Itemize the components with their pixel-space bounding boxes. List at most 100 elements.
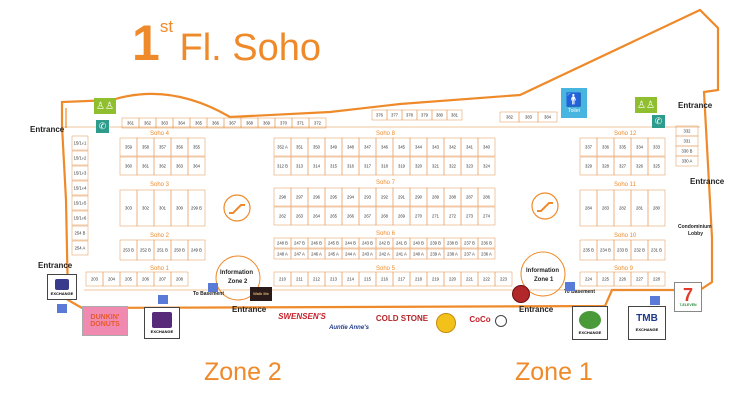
shop-s6b-0-number: 248 A (277, 252, 288, 257)
shop-s7b-4-number: 266 (347, 214, 355, 219)
shop-s8b-4-number: 316 (347, 164, 355, 169)
shop-s6b-4-number: 244 A (345, 252, 356, 257)
shop-s7b-11-number: 273 (466, 214, 474, 219)
shop-s6b-8-number: 240 A (413, 252, 424, 257)
shop-s3-2-number: 301 (159, 206, 167, 211)
shop-s1-0-number: 203 (91, 277, 99, 282)
shop-top-11-number: 372 (314, 121, 322, 126)
floor-name: Fl. Soho (179, 27, 322, 69)
shop-s8a-9-number: 343 (432, 145, 440, 150)
shop-s5-10-number: 220 (449, 277, 457, 282)
soho-10-label: Soho 10 (614, 233, 637, 239)
shop-s8b-2-number: 314 (313, 164, 321, 169)
shop-s7a-0-number: 298 (279, 195, 287, 200)
seven-text: 7-ELEVEN (679, 303, 697, 308)
shop-s3-4-number: 299 B (191, 206, 202, 211)
shop-top-right-0-number: 382 (506, 115, 514, 120)
shop-s11-4-cell (647, 189, 666, 227)
shop-s8b-11-number: 323 (466, 164, 474, 169)
shop-s4a-2-number: 357 (159, 145, 167, 150)
shop-s6a-1-number: 247 B (294, 241, 305, 246)
shop-s7a-2-number: 296 (313, 195, 321, 200)
shop-s8a-8-number: 344 (415, 145, 423, 150)
soho-6-label: Soho 6 (376, 231, 396, 237)
tmb-text: TMB (636, 313, 658, 324)
exchange-emblem-icon (55, 278, 69, 290)
shop-s6b-1-number: 247 A (294, 252, 305, 257)
shop-s8b-12-number: 324 (483, 164, 491, 169)
shop-s6a-7-number: 241 B (396, 241, 407, 246)
shop-s7a-10-number: 288 (449, 195, 457, 200)
shop-s10-2-number: 233 B (617, 248, 628, 253)
shop-s3-0-number: 303 (125, 206, 133, 211)
zone-1-label: Zone 1 (515, 358, 593, 386)
shop-s2-4-number: 249 B (191, 248, 202, 253)
shop-s6b-11-number: 237 A (464, 252, 475, 257)
shop-s7a-5-number: 293 (364, 195, 372, 200)
shop-s8b-6-number: 318 (381, 164, 389, 169)
shop-left-3-cell (71, 180, 89, 196)
shop-left-4-number: 15/1ะ5 (74, 201, 87, 206)
soho-1-label: Soho 1 (150, 266, 170, 272)
dunkin-text: DUNKIN' DONUTS (90, 314, 120, 328)
shop-s6a-6-number: 242 B (379, 241, 390, 246)
shop-right-3-number: 330 A (682, 159, 693, 164)
shop-s6a-0-number: 248 B (277, 241, 288, 246)
floor-title: 1st Fl. Soho (132, 18, 321, 68)
atm-icon-right-1 (565, 282, 575, 291)
shop-s7a-12-number: 286 (483, 195, 491, 200)
shop-s5-11-number: 221 (466, 277, 474, 282)
shop-s8b-1-number: 313 (296, 164, 304, 169)
shop-top-mid-3-number: 379 (421, 113, 429, 118)
toilet-icon: 🚹 Toilet (561, 88, 587, 118)
shop-s1-2-number: 205 (125, 277, 133, 282)
exchange-emblem-icon-3 (579, 311, 601, 329)
shop-s5-1-number: 211 (296, 277, 303, 282)
shop-s3-3-number: 300 (176, 206, 184, 211)
coldstone-text: COLD STONE (375, 314, 429, 323)
shop-s3-1-number: 302 (142, 206, 150, 211)
escalator-people-icon-left: ♙♙ (94, 98, 116, 114)
soho-9-label: Soho 9 (614, 266, 634, 272)
tmb-logo: TMB EXCHANGE (628, 306, 666, 340)
shop-s7a-7-number: 291 (398, 195, 406, 200)
info-circle-zone2 (215, 255, 261, 301)
shop-s2-4-cell (187, 239, 206, 261)
shop-s1-1-number: 204 (108, 277, 116, 282)
shop-s8a-6-number: 346 (381, 145, 389, 150)
shop-s6a-10-number: 238 B (447, 241, 458, 246)
exchange-text-tmb: EXCHANGE (635, 327, 659, 332)
seven-numeral: 7 (682, 285, 693, 306)
shop-s9-4-number: 228 (653, 277, 661, 282)
shop-s7a-9-number: 289 (432, 195, 440, 200)
shop-s2-0-number: 253 B (123, 248, 134, 253)
shop-top-mid-0-number: 376 (376, 113, 384, 118)
shop-s5-2-number: 212 (313, 277, 321, 282)
shop-s6a-12-cell (477, 237, 496, 249)
escalator-icon-left (229, 204, 245, 214)
entrance-label-top-left: Entrance (30, 125, 65, 134)
exchange-logo-left: EXCHANGE (47, 274, 77, 300)
shop-s4a-3-number: 356 (176, 145, 184, 150)
info-zone2-line2: Zone 2 (228, 279, 248, 285)
restaurant-logo-red (512, 285, 530, 303)
shop-s12a-3-number: 334 (636, 145, 644, 150)
shop-right-0-number: 332 (684, 129, 692, 134)
shop-s12b-4-cell (647, 156, 666, 176)
dunkin-donuts-logo: DUNKIN' DONUTS (82, 306, 128, 336)
shop-right-1-number: 331 (684, 139, 692, 144)
atm-icon-left-1 (158, 295, 168, 304)
shop-right-3-cell (675, 155, 699, 167)
coco-text: CoCo (469, 315, 491, 324)
shop-s7a-4-number: 294 (347, 195, 355, 200)
shop-top-3-number: 364 (178, 121, 186, 126)
condominium-lobby-line2: Lobby (688, 231, 703, 237)
shop-left-6-number: 254 B (75, 231, 86, 236)
shop-s10-0-number: 235 B (583, 248, 594, 253)
food-logo-yellow (436, 313, 456, 333)
info-zone1-line1: Information (526, 268, 559, 274)
shop-s7b-2-number: 264 (313, 214, 321, 219)
soho-11-label: Soho 11 (614, 182, 636, 188)
shop-s9-1-number: 225 (602, 277, 610, 282)
cold-stone-logo: COLD STONE (375, 312, 429, 326)
